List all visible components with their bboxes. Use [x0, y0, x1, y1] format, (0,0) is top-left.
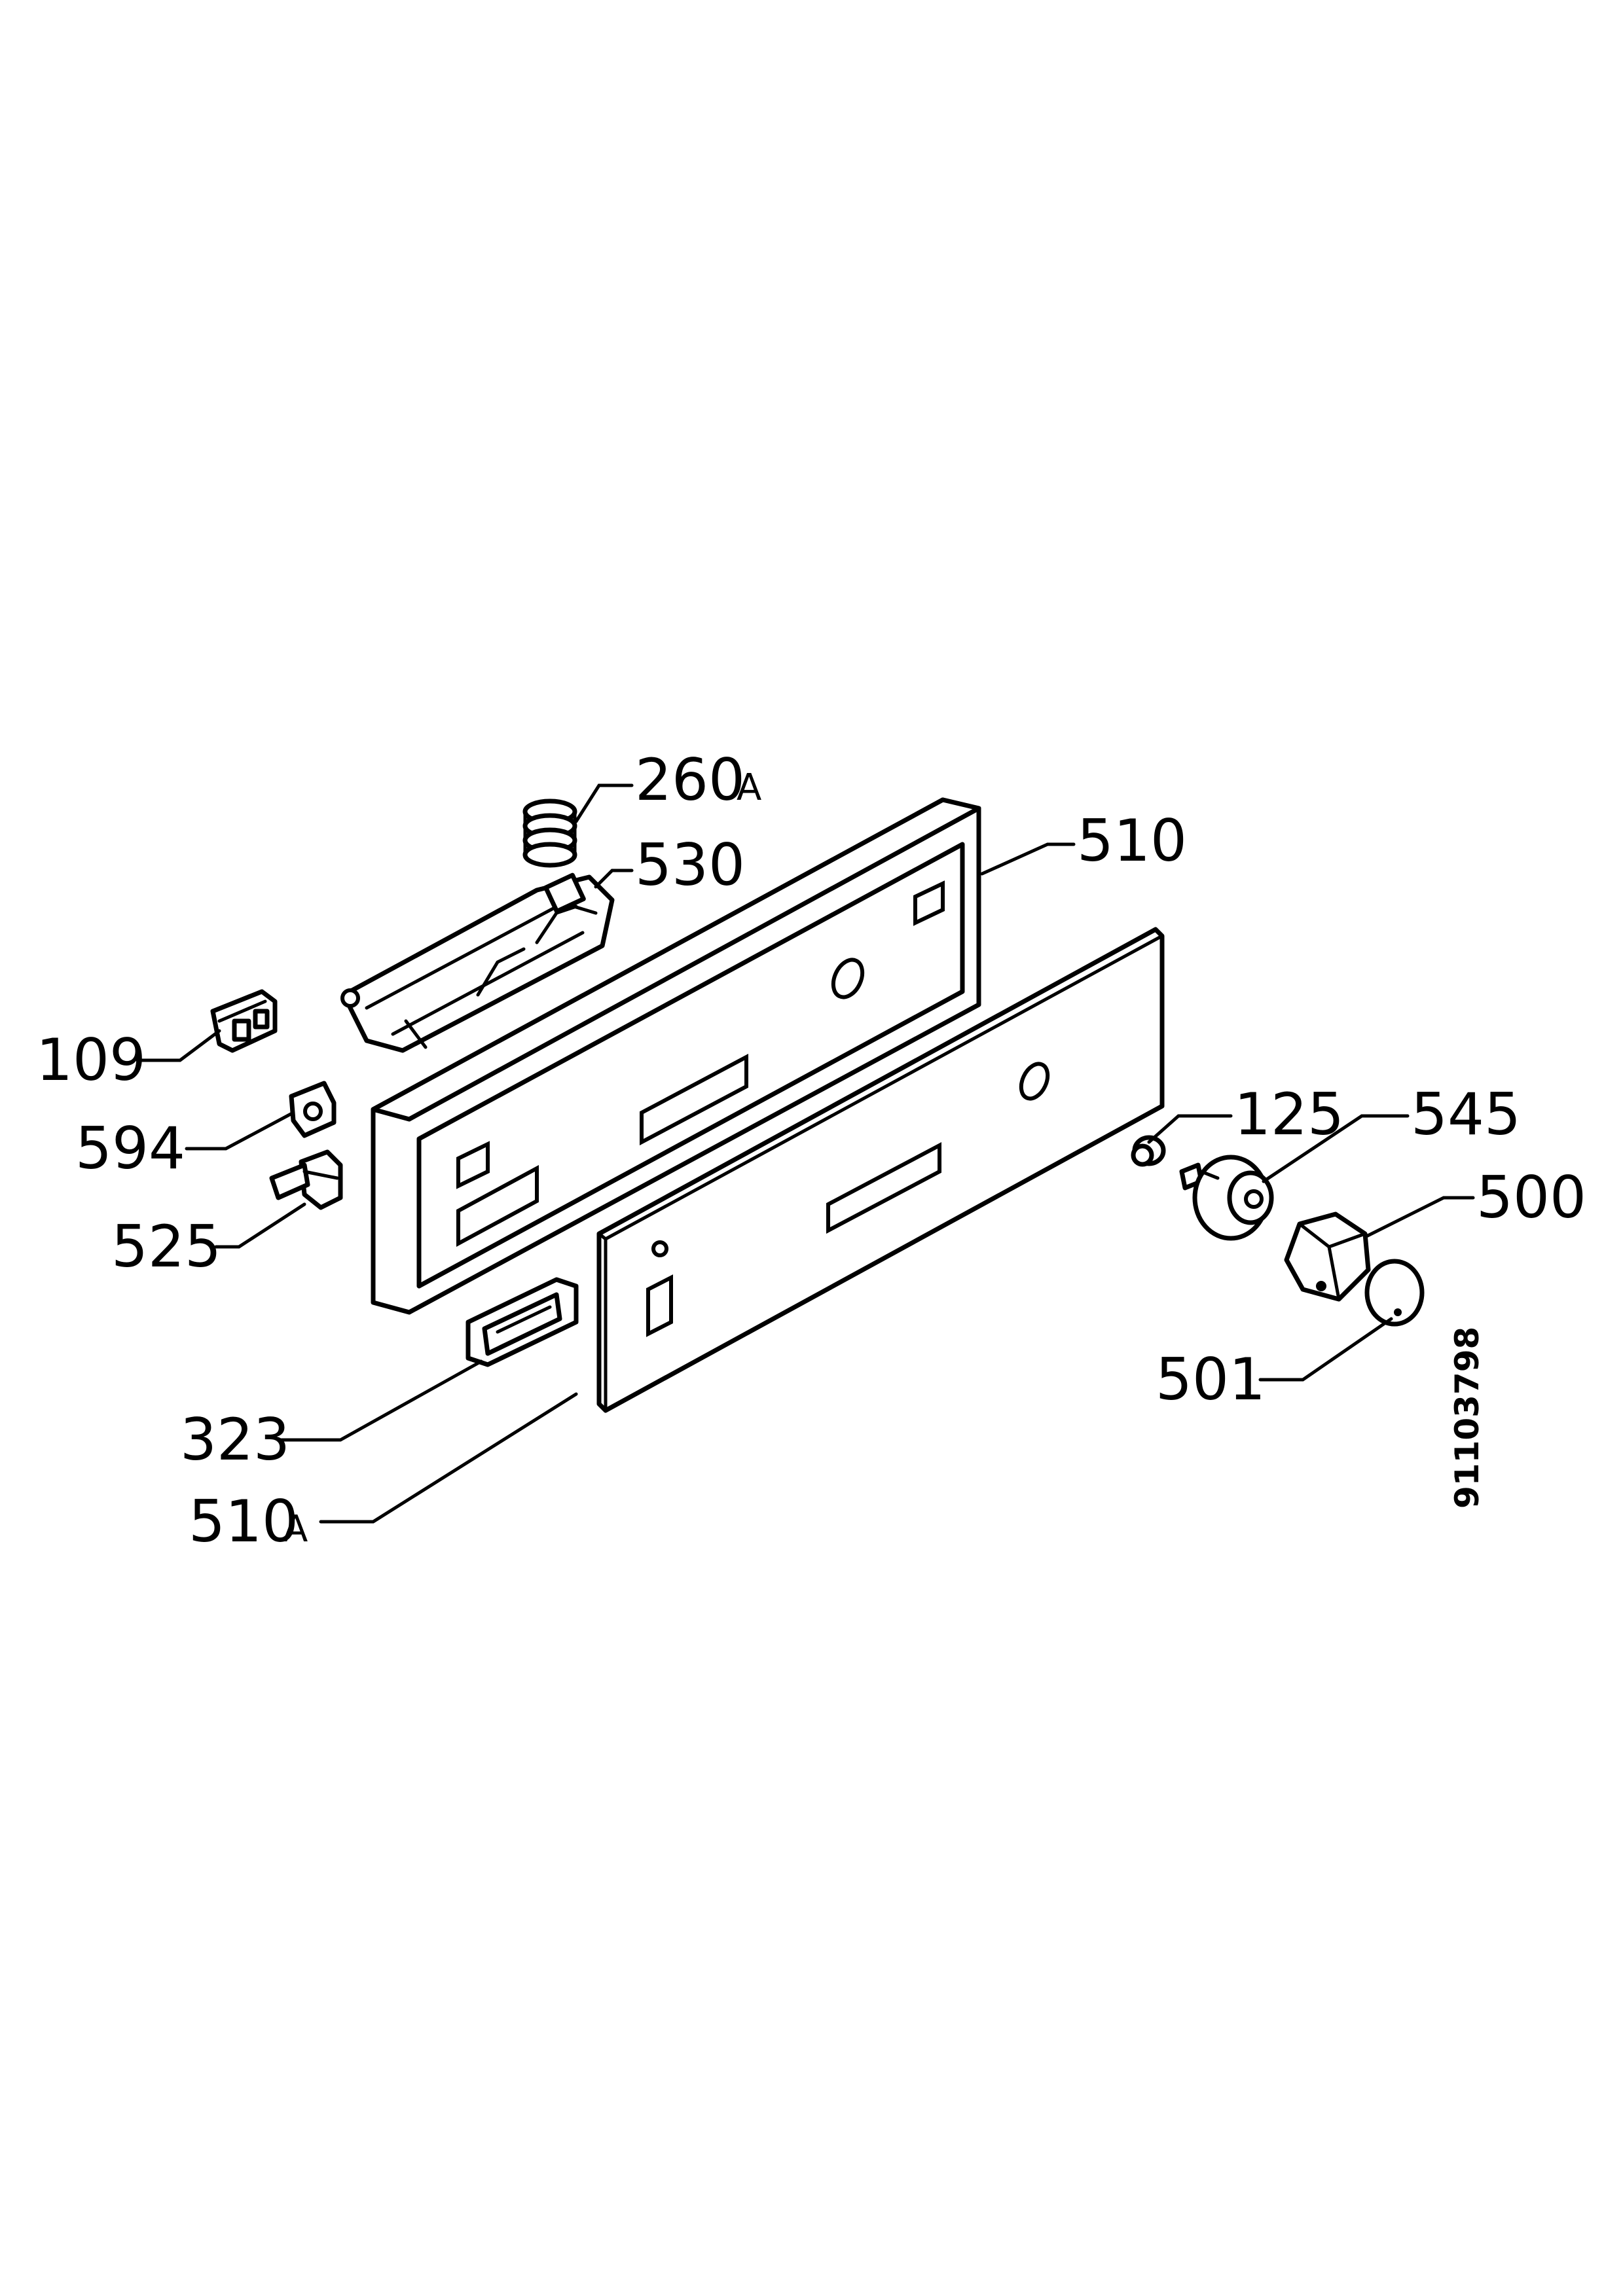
adaptor-545: [1179, 1155, 1274, 1241]
label-260a-number: 260: [635, 746, 745, 814]
leader-lines: [136, 783, 1475, 1524]
panel-510: [371, 797, 981, 1315]
part-labels: 260 A 530 510 109 594 525 125 545 500 50…: [36, 746, 1586, 1555]
label-525: 525: [111, 1213, 221, 1280]
clip-109: [210, 989, 278, 1053]
label-500: 500: [1476, 1164, 1586, 1231]
plate-594: [289, 1081, 337, 1138]
label-510: 510: [1077, 807, 1187, 874]
label-594: 594: [75, 1115, 185, 1182]
button-525: [269, 1149, 343, 1210]
label-510a-number: 510: [189, 1488, 299, 1555]
label-109: 109: [36, 1026, 146, 1094]
label-323: 323: [180, 1406, 290, 1473]
bush-125: [1131, 1135, 1166, 1167]
spring-260a: [522, 798, 577, 868]
serial-number: 91103798: [1448, 1327, 1486, 1509]
knob-cap-501: [1364, 1259, 1425, 1327]
switch-frame-323: [465, 1277, 579, 1367]
lock-bracket-530: [340, 872, 615, 1053]
label-530: 530: [635, 831, 745, 899]
facia-plate-510a: [596, 927, 1165, 1413]
label-545: 545: [1411, 1081, 1521, 1148]
label-510a-suffix: A: [283, 1508, 308, 1551]
label-125: 125: [1234, 1081, 1344, 1148]
knob-500: [1284, 1211, 1371, 1302]
label-501: 501: [1156, 1346, 1266, 1413]
label-260a-suffix: A: [737, 766, 761, 809]
